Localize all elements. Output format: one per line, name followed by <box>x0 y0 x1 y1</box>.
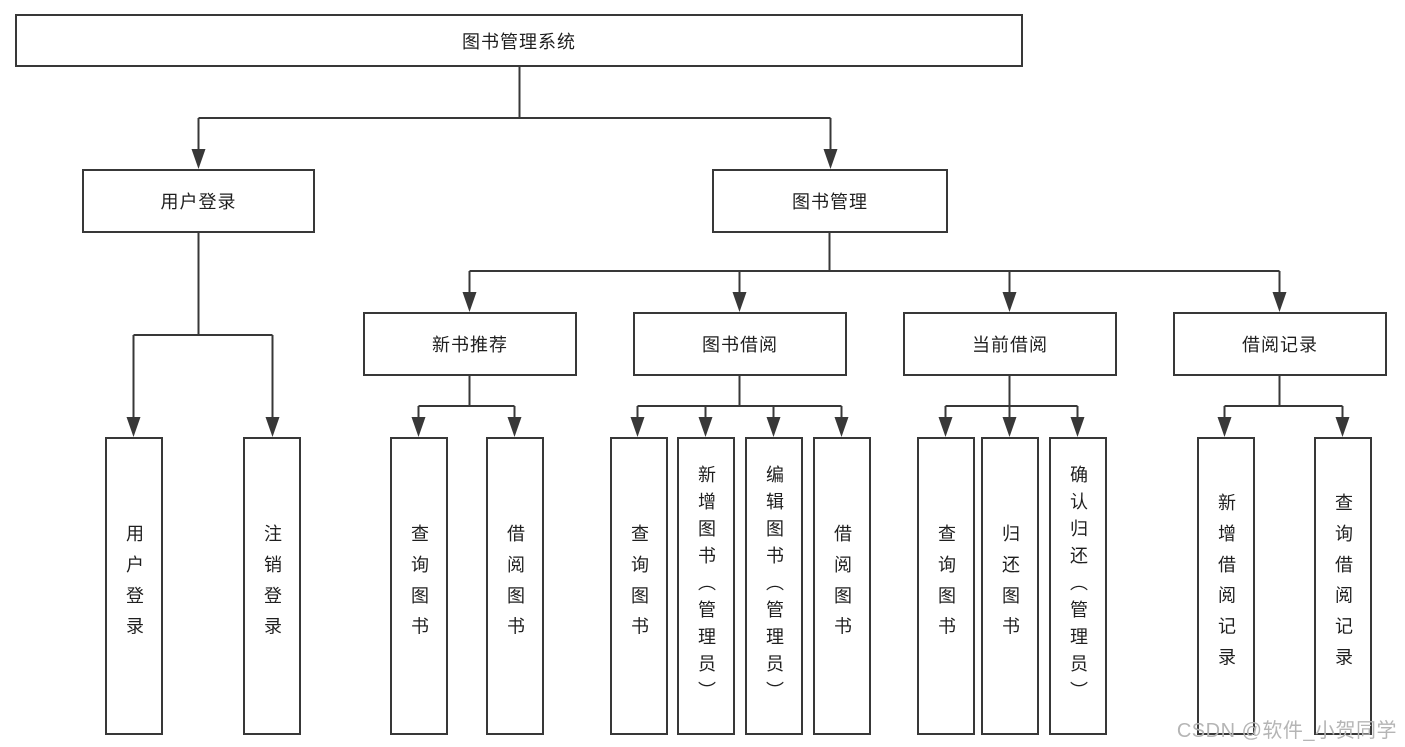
node-confirm-return-admin: 确认归还（管理员） <box>1049 437 1107 735</box>
node-query-books-borrowing: 查询图书 <box>610 437 668 735</box>
node-label: 查询图书 <box>936 524 956 648</box>
node-current-borrowing: 当前借阅 <box>903 312 1117 376</box>
csdn-watermark: CSDN @软件_小贺同学 <box>1176 720 1397 742</box>
node-label: 借阅记录 <box>1242 335 1318 355</box>
node-label: 查询图书 <box>629 524 649 648</box>
node-label: 归还图书 <box>1000 524 1020 648</box>
node-logout: 注销登录 <box>243 437 301 735</box>
node-query-borrow-record: 查询借阅记录 <box>1314 437 1372 735</box>
node-label: 借阅图书 <box>832 524 852 648</box>
node-query-books-recommend: 查询图书 <box>390 437 448 735</box>
node-label: 新增图书（管理员） <box>696 464 716 708</box>
node-label: 注销登录 <box>262 524 282 648</box>
node-label: 当前借阅 <box>972 335 1048 355</box>
node-label: 查询借阅记录 <box>1333 493 1353 679</box>
node-label: 新书推荐 <box>432 335 508 355</box>
node-new-book-recommend: 新书推荐 <box>363 312 577 376</box>
node-library-management-system: 图书管理系统 <box>15 14 1023 67</box>
node-label: 用户登录 <box>124 524 144 648</box>
node-query-books-current: 查询图书 <box>917 437 975 735</box>
node-label: 新增借阅记录 <box>1216 493 1236 679</box>
node-label: 图书借阅 <box>702 335 778 355</box>
node-return-books: 归还图书 <box>981 437 1039 735</box>
tree-edges <box>132 67 1344 418</box>
node-user-login: 用户登录 <box>82 169 315 233</box>
node-borrow-books-recommend: 借阅图书 <box>486 437 544 735</box>
node-label: 查询图书 <box>409 524 429 648</box>
node-borrow-records: 借阅记录 <box>1173 312 1387 376</box>
node-add-books-admin: 新增图书（管理员） <box>677 437 735 735</box>
node-edit-books-admin: 编辑图书（管理员） <box>745 437 803 735</box>
arrow-down-icon <box>126 149 1350 437</box>
node-label: 确认归还（管理员） <box>1068 464 1088 708</box>
node-book-management: 图书管理 <box>712 169 948 233</box>
node-user-login-leaf: 用户登录 <box>105 437 163 735</box>
node-label: 用户登录 <box>160 192 237 212</box>
node-label: 图书管理 <box>792 192 868 212</box>
node-book-borrowing: 图书借阅 <box>633 312 847 376</box>
node-label: 借阅图书 <box>505 524 525 648</box>
node-label: 图书管理系统 <box>462 31 576 52</box>
node-add-borrow-record: 新增借阅记录 <box>1197 437 1255 735</box>
node-label: 编辑图书（管理员） <box>764 464 784 708</box>
node-borrow-books-borrowing: 借阅图书 <box>813 437 871 735</box>
